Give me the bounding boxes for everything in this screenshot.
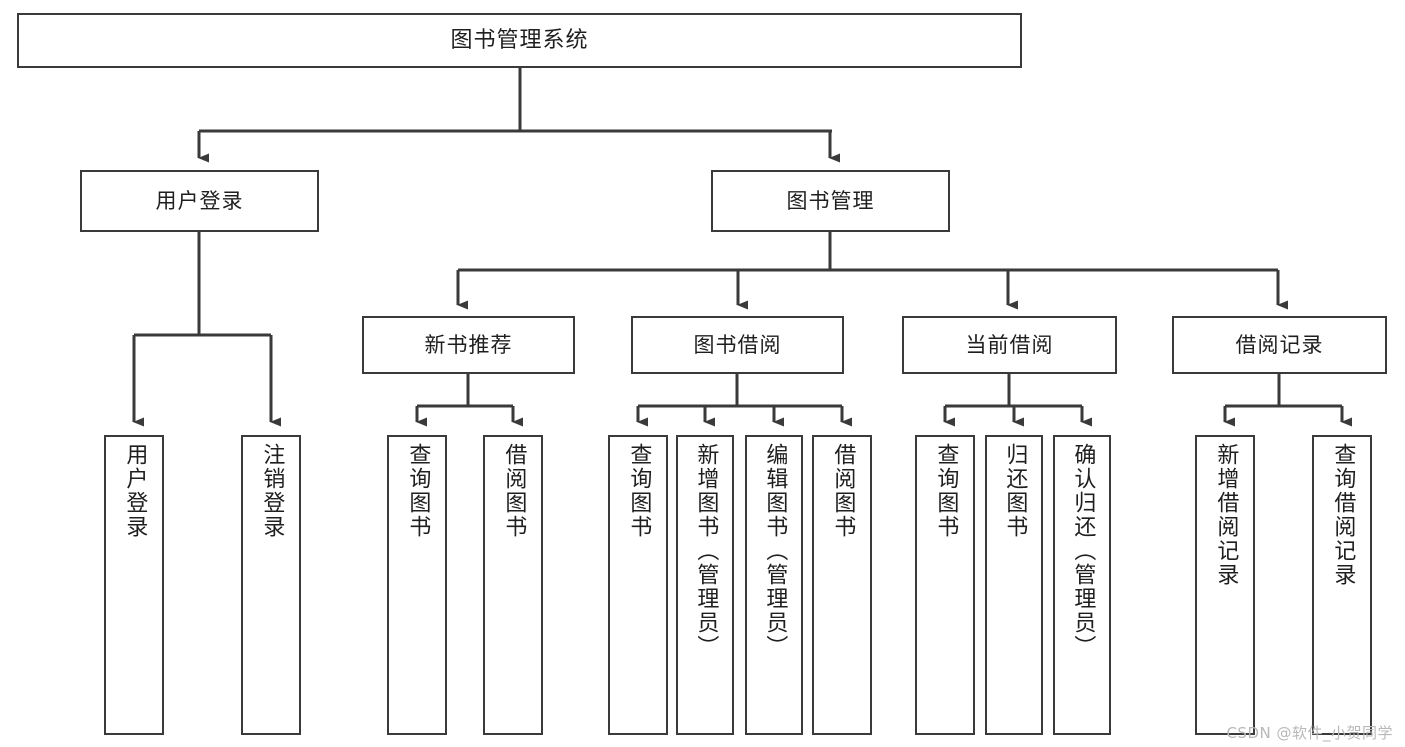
node-label: 用户登录 [122,443,148,539]
node-label: 当前借阅 [965,332,1054,357]
node-label: 归还图书 [1002,443,1028,539]
node-book-management-module[interactable]: 图书管理 [711,170,950,232]
leaf-query-book-recommend[interactable]: 查询图书 [387,435,447,735]
node-label: 查询图书 [405,443,431,539]
leaf-borrow-book[interactable]: 借阅图书 [812,435,872,735]
leaf-return-book[interactable]: 归还图书 [985,435,1043,735]
node-user-login-module[interactable]: 用户登录 [80,170,319,232]
node-label: 查询借阅记录 [1330,443,1356,587]
node-label: 借阅记录 [1235,332,1324,357]
leaf-user-login[interactable]: 用户登录 [104,435,164,735]
leaf-confirm-return-admin[interactable]: 确认归还（管理员） [1053,435,1111,735]
node-label: 编辑图书（管理员） [762,443,788,659]
node-label: 查询图书 [626,443,652,539]
node-label: 借阅图书 [830,443,856,539]
leaf-add-book-admin[interactable]: 新增图书（管理员） [676,435,734,735]
node-label: 图书借阅 [693,332,782,357]
node-borrow-record[interactable]: 借阅记录 [1172,316,1387,374]
node-label: 新书推荐 [424,332,513,357]
leaf-edit-book-admin[interactable]: 编辑图书（管理员） [745,435,803,735]
node-label: 查询图书 [933,443,959,539]
node-book-borrow[interactable]: 图书借阅 [631,316,844,374]
node-new-book-recommend[interactable]: 新书推荐 [362,316,575,374]
leaf-add-borrow-record[interactable]: 新增借阅记录 [1195,435,1255,735]
leaf-user-logout[interactable]: 注销登录 [241,435,301,735]
leaf-query-book[interactable]: 查询图书 [608,435,668,735]
node-label: 新增借阅记录 [1213,443,1239,587]
node-label: 借阅图书 [501,443,527,539]
node-label: 图书管理系统 [450,27,589,53]
node-label: 新增图书（管理员） [693,443,719,659]
node-current-borrow[interactable]: 当前借阅 [902,316,1117,374]
leaf-query-borrow-record[interactable]: 查询借阅记录 [1312,435,1372,735]
node-label: 用户登录 [155,188,244,213]
node-root-system[interactable]: 图书管理系统 [17,13,1022,68]
watermark-text: CSDN @软件_小贺同学 [1226,724,1393,742]
leaf-query-book-current[interactable]: 查询图书 [915,435,975,735]
node-label: 图书管理 [786,188,875,213]
leaf-borrow-book-recommend[interactable]: 借阅图书 [483,435,543,735]
node-label: 确认归还（管理员） [1070,443,1096,659]
node-label: 注销登录 [259,443,285,539]
